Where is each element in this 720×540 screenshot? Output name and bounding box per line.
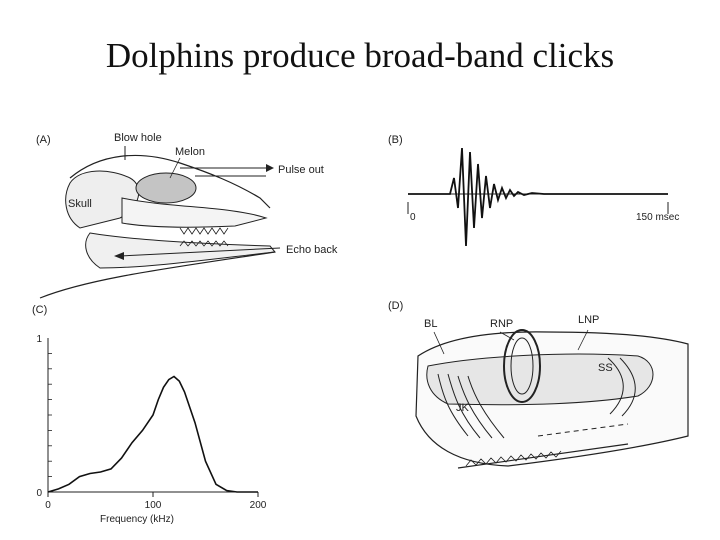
label-pulse-out: Pulse out	[278, 164, 324, 176]
waveform-trace	[408, 147, 668, 247]
spectrum-line	[47, 375, 258, 493]
label-skull: Skull	[68, 198, 92, 210]
panel-a-label: (A)	[36, 134, 51, 146]
label-bl: BL	[424, 318, 438, 330]
label-melon: Melon	[175, 146, 205, 158]
label-lnp: LNP	[578, 314, 600, 326]
panel-a-dolphin-head: (A) Blow hole Melon Pulse out Skull Echo…	[30, 128, 360, 303]
label-ss: SS	[598, 362, 613, 374]
panel-b-waveform: (B) 0 150 msec	[384, 128, 694, 258]
dolphin-head-illustration	[39, 146, 281, 299]
x-tick-label: 200	[250, 500, 267, 511]
x-tick-label: 100	[145, 500, 162, 511]
x-axis-label: Frequency (kHz)	[100, 514, 174, 525]
label-jk: JK	[456, 402, 469, 414]
panel-c-label: (C)	[32, 304, 48, 316]
waveform-plot	[407, 147, 669, 247]
waveform-x-start: 0	[410, 212, 416, 223]
panel-c-spectrum: (C) 0 100 200 0 1 Frequency (kHz)	[30, 300, 290, 535]
y-tick-label: 1	[36, 334, 42, 345]
slide-title: Dolphins produce broad-band clicks	[105, 36, 615, 75]
label-blow-hole: Blow hole	[114, 132, 162, 144]
label-rnp: RNP	[490, 318, 514, 330]
panel-d-anatomy: (D) BL RNP LNP SS JK	[388, 296, 698, 486]
panel-d-label: (D)	[388, 300, 404, 312]
anatomy-illustration	[415, 329, 689, 469]
spectrum-chart: 0 100 200 0 1	[36, 334, 267, 511]
waveform-x-end: 150 msec	[636, 212, 680, 223]
y-tick-label: 0	[36, 488, 42, 499]
panel-b-label: (B)	[388, 134, 403, 146]
x-tick-label: 0	[45, 500, 51, 511]
label-echo-back: Echo back	[286, 244, 338, 256]
